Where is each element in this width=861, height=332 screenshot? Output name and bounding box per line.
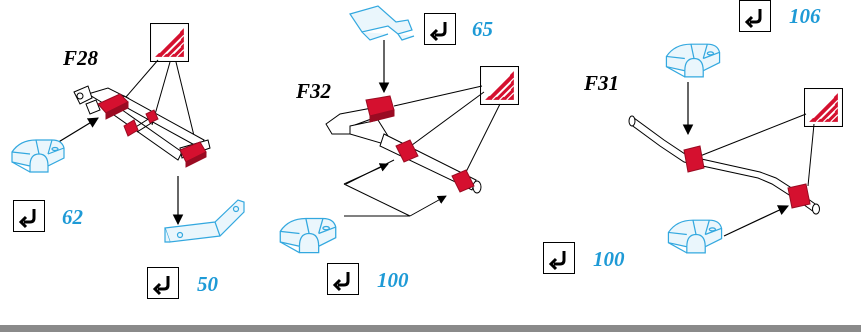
clip-part: [665, 43, 721, 78]
bracket-part: [164, 199, 245, 243]
return-arrow-icon: [147, 267, 179, 299]
callout-number: 100: [593, 247, 625, 271]
adhesive-pad: [683, 145, 811, 209]
callout-number: 65: [472, 17, 493, 41]
assembly-f32: 65 F32 100: [279, 5, 519, 295]
return-arrow-icon: [739, 0, 771, 32]
callout-number: 106: [789, 4, 821, 28]
adhesive-foam-icon: [804, 88, 843, 127]
adhesive-pad: [365, 95, 475, 193]
assembly-f31: 106 F31 100: [543, 0, 843, 274]
return-arrow-icon: [424, 13, 456, 45]
clip-part: [11, 139, 65, 173]
callout-number: 100: [377, 268, 409, 292]
return-arrow-icon: [13, 200, 45, 232]
callout-number: 50: [197, 272, 219, 296]
callout-number: 62: [62, 205, 84, 229]
bottom-divider: [0, 325, 861, 332]
adhesive-foam-icon: [150, 23, 189, 62]
assembly-label-f28: F28: [62, 46, 99, 70]
assembly-label-f32: F32: [295, 79, 332, 103]
clip-part: [667, 219, 723, 254]
return-arrow-icon: [327, 263, 359, 295]
assembly-f28: F28: [11, 23, 245, 299]
adhesive-pad: [97, 93, 207, 168]
tube-frame-f28: [86, 87, 211, 161]
assembly-label-f31: F31: [583, 71, 619, 95]
adhesive-foam-icon: [480, 66, 519, 105]
bracket-part: [349, 5, 415, 41]
return-arrow-icon: [543, 242, 575, 274]
clip-part: [279, 217, 337, 254]
